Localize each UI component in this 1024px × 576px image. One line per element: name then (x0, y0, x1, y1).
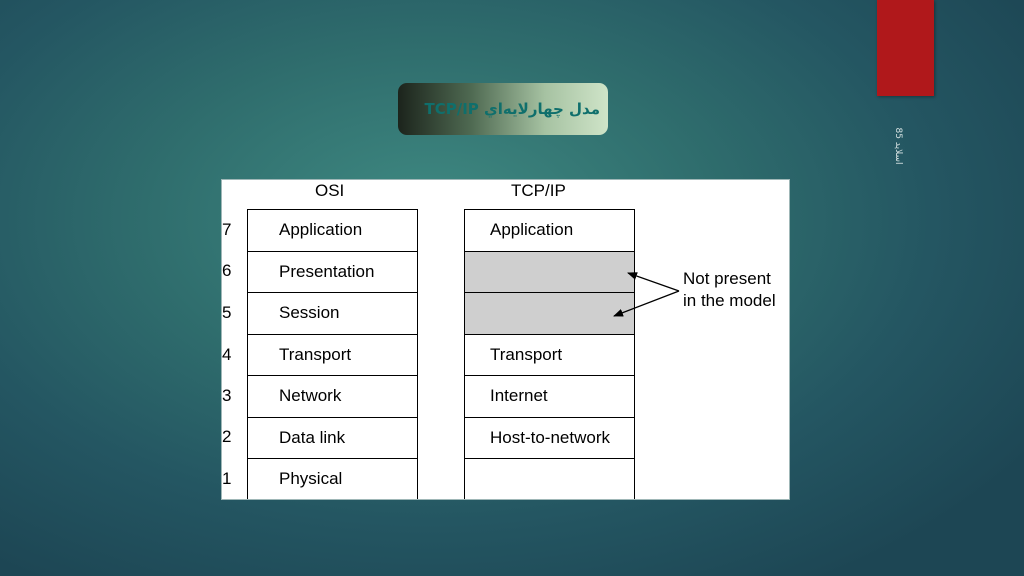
tcpip-layer-application: Application (465, 210, 634, 252)
not-present-note: Not present in the model (683, 268, 776, 312)
slide-title-box: مدل چهارلایه‌اي TCP/IP (398, 83, 608, 135)
tcpip-layer-empty-presentation (465, 251, 634, 293)
osi-stack: Application Presentation Session Transpo… (247, 209, 418, 499)
layer-number-7: 7 (222, 220, 232, 239)
tcpip-layer-internet: Internet (465, 376, 634, 418)
tcpip-layer-transport: Transport (465, 335, 634, 376)
osi-layer-application: Application (248, 210, 417, 252)
tcpip-stack: Application Transport Internet Host-to-n… (464, 209, 635, 499)
layer-number-5: 5 (222, 303, 232, 322)
layer-number-6: 6 (222, 261, 232, 280)
arrow-to-session-gap (613, 290, 680, 317)
slide-number: 85 اسلاید (893, 127, 903, 165)
layer-number-1: 1 (222, 469, 232, 488)
osi-layer-presentation: Presentation (248, 252, 417, 293)
tcpip-header: TCP/IP (511, 181, 566, 200)
note-arrows (613, 272, 680, 317)
layer-number-4: 4 (222, 345, 232, 364)
osi-layer-session: Session (248, 293, 417, 335)
arrow-to-presentation-gap (627, 272, 680, 292)
osi-layer-data-link: Data link (248, 418, 417, 459)
osi-header: OSI (315, 181, 345, 200)
layer-number-3: 3 (222, 386, 232, 405)
osi-tcpip-figure: OSI TCP/IP 7 6 5 4 3 2 1 Application Pre… (221, 179, 790, 500)
note-line-2: in the model (683, 291, 776, 310)
note-line-1: Not present (683, 269, 771, 288)
tcpip-layer-host-to-network: Host-to-network (465, 418, 634, 459)
osi-layer-transport: Transport (248, 335, 417, 376)
tcpip-layer-empty-session (465, 293, 634, 335)
osi-layer-physical: Physical (279, 469, 343, 488)
osi-layer-network: Network (248, 376, 417, 418)
red-accent-bar (877, 0, 934, 96)
layer-number-2: 2 (222, 427, 232, 446)
slide-title: مدل چهارلایه‌اي TCP/IP (424, 100, 600, 118)
